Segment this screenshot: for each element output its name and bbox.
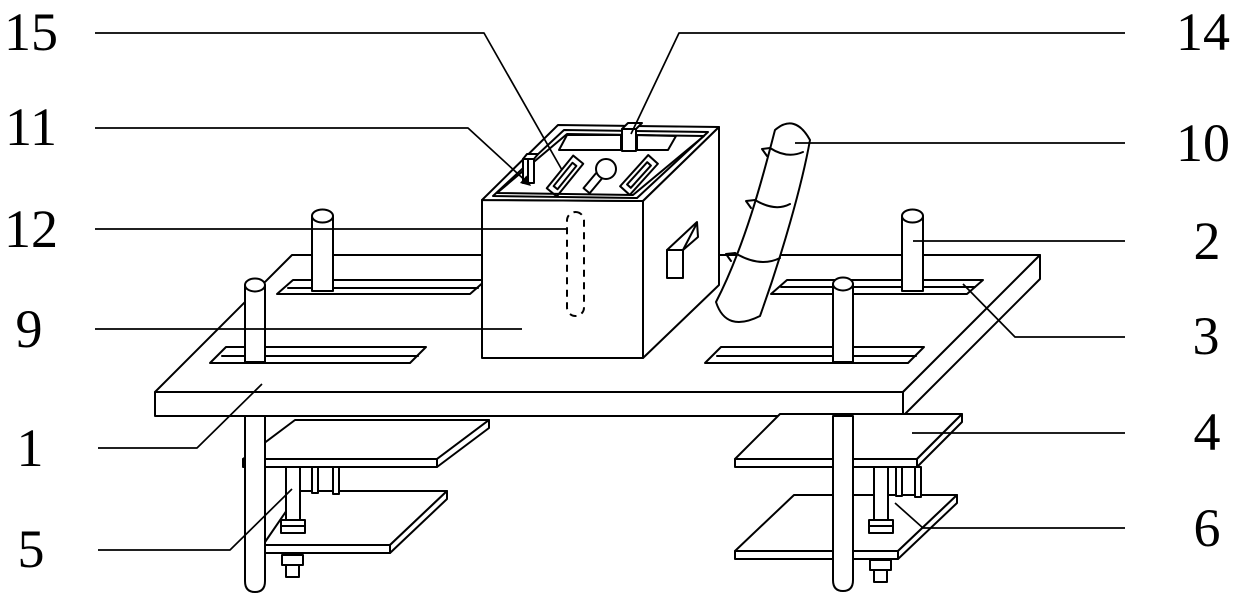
leader-arrow-11 — [520, 175, 531, 186]
vent-slot-right — [619, 154, 659, 196]
leader-line-1 — [98, 383, 263, 449]
callout-label-2: 2 — [1194, 211, 1221, 271]
side-outlet — [666, 221, 699, 279]
callout-label-1: 1 — [17, 418, 44, 478]
connector-pin — [621, 122, 643, 152]
clamp-bolt-lower-left — [281, 554, 304, 578]
box-top-recess-outer — [492, 129, 709, 199]
keyhole-opening — [582, 158, 617, 195]
callout-label-3: 3 — [1193, 306, 1220, 366]
clamp-screw-left — [280, 466, 306, 534]
control-box — [481, 122, 720, 359]
flexible-tube — [715, 122, 811, 323]
clamp-guide-rods-left — [311, 466, 340, 495]
plate-right-face — [902, 254, 1041, 417]
callout-label-14: 14 — [1176, 2, 1230, 62]
callout-label-5: 5 — [18, 519, 45, 579]
clamp-shelf-upper-left — [242, 419, 490, 468]
box-top-recess-inner — [496, 133, 705, 196]
callout-label-12: 12 — [4, 199, 58, 259]
clamp-screw-right — [868, 466, 894, 534]
callout-label-15: 15 — [4, 2, 58, 62]
leader-line-6 — [894, 502, 1125, 529]
callout-label-6: 6 — [1194, 498, 1221, 558]
box-front-face — [481, 199, 644, 359]
plate-front-face — [154, 391, 904, 417]
slot-back-right — [770, 279, 984, 295]
positioning-pin-back-right — [901, 208, 924, 292]
clamp-shelf-lower-left — [262, 490, 448, 554]
clamp-bolt-lower-right — [869, 559, 892, 583]
tube-segment-lines — [725, 147, 804, 263]
callout-label-11: 11 — [5, 97, 57, 157]
clamp-assembly-left — [242, 419, 490, 578]
leader-line-11 — [95, 127, 530, 185]
support-leg-front-right-upper — [832, 276, 854, 363]
clamp-guide-rods-right — [895, 466, 922, 498]
support-leg-front-left-upper — [244, 277, 266, 363]
leader-line-3 — [962, 283, 1125, 338]
callout-label-10: 10 — [1176, 113, 1230, 173]
leader-line-5 — [98, 488, 293, 551]
vent-slot-left — [545, 154, 585, 198]
callout-label-4: 4 — [1194, 402, 1221, 462]
support-leg-front-left-lower — [244, 415, 266, 593]
hidden-slot-dashed — [566, 211, 585, 317]
support-leg-front-right-lower — [832, 415, 854, 592]
leader-line-15 — [95, 32, 563, 171]
leader-line-14 — [630, 32, 1125, 135]
leader-lines — [95, 32, 1125, 551]
callout-label-9: 9 — [16, 299, 43, 359]
positioning-pin-back-left — [311, 208, 334, 292]
